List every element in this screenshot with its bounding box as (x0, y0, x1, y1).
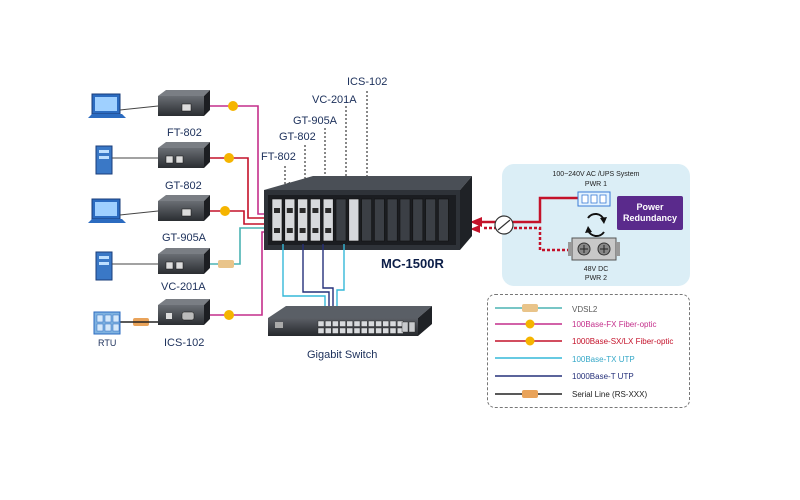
chassis-slot (310, 198, 321, 242)
switch-port (339, 327, 346, 334)
computer-icon (88, 198, 126, 223)
switch-port (389, 327, 397, 334)
server-tower-icon (95, 145, 113, 175)
chassis-slot (412, 198, 424, 242)
legend-item-vdsl2: VDSL2 (572, 305, 598, 314)
switch-port (332, 320, 339, 327)
legend-item-tx-utp: 100Base-TX UTP (572, 355, 635, 364)
slot-label-vc201a: VC-201A (312, 94, 357, 106)
switch-port (382, 320, 389, 327)
switch-port (346, 327, 353, 334)
switch-port (382, 327, 389, 334)
device-label-gt905a: GT-905A (162, 232, 207, 244)
legend-item-fx-fiber: 100Base-FX Fiber-optic (572, 320, 657, 329)
slot-label-ft802: FT-802 (261, 151, 296, 163)
device-gt905a (88, 195, 210, 223)
device-ics102 (158, 299, 210, 325)
switch-port (368, 327, 375, 334)
switch-port (353, 327, 361, 334)
switch-port (332, 327, 339, 334)
switch-port (368, 320, 375, 327)
switch-port (317, 327, 325, 334)
dc-label: 48V DC (583, 266, 609, 273)
switch-port (375, 327, 382, 334)
device-vc201a (95, 248, 210, 281)
legend-item-serial: Serial Line (RS-XXX) (572, 390, 648, 399)
chassis-slot (386, 198, 398, 242)
ac-label: 100~240V AC /UPS System (552, 171, 640, 178)
power-redundancy-box: Power Redundancy (617, 196, 683, 230)
power-arrow-1 (470, 217, 482, 227)
chassis-slot (348, 198, 360, 242)
computer-icon (88, 93, 126, 118)
switch-port (375, 320, 382, 327)
server-tower-icon (95, 251, 113, 281)
legend-chip (525, 319, 535, 329)
switch-port (325, 320, 332, 327)
chassis-slot (361, 198, 372, 242)
chassis-slot (284, 198, 296, 242)
switch-port (353, 320, 361, 327)
rtu-icon (93, 311, 121, 335)
chassis-slot (399, 198, 411, 242)
legend (487, 294, 690, 408)
switch-label: Gigabit Switch (307, 349, 378, 361)
chassis-slot (374, 198, 385, 242)
sfp-port (408, 321, 416, 333)
switch-port (361, 327, 368, 334)
device-ft802 (88, 90, 210, 118)
legend-item-t-utp: 1000Base-T UTP (572, 372, 634, 381)
chassis-slot (297, 198, 308, 242)
device-label-ft802: FT-802 (167, 127, 202, 139)
switch-port (325, 327, 332, 334)
slot-label-gt905a: GT-905A (293, 115, 338, 127)
pwr2-label: PWR 2 (584, 275, 608, 282)
switch-port (346, 320, 353, 327)
slot-label-gt802: GT-802 (279, 131, 316, 143)
legend-chip (522, 390, 538, 398)
switch-port (317, 320, 325, 327)
device-gt802 (95, 142, 210, 175)
slot-label-ics102: ICS-102 (347, 76, 388, 88)
switch-ports (317, 320, 416, 334)
legend-chip (522, 304, 538, 312)
pwr1-label: PWR 1 (584, 181, 608, 188)
chassis-label: MC-1500R (381, 256, 444, 271)
chassis-slot (438, 198, 449, 242)
switch-port (339, 320, 346, 327)
chassis-slots (271, 198, 449, 242)
chassis-slot (322, 198, 334, 242)
sfp-port (401, 321, 409, 333)
power-arrow-2 (470, 225, 480, 233)
switch-port (361, 320, 368, 327)
chassis-slot (271, 198, 283, 242)
device-label-gt802: GT-802 (165, 180, 202, 192)
device-label-vc201a: VC-201A (161, 281, 206, 293)
device-label-ics102: ICS-102 (164, 337, 205, 349)
chassis-slot (335, 198, 347, 242)
legend-chip (525, 336, 535, 346)
power-panel (502, 164, 690, 286)
rtu-label: RTU (98, 338, 117, 348)
link-chips (133, 101, 238, 326)
switch-port (389, 320, 397, 327)
legend-item-sxlx-fiber: 1000Base-SX/LX Fiber-optic (572, 337, 674, 346)
chassis-slot (425, 198, 436, 242)
